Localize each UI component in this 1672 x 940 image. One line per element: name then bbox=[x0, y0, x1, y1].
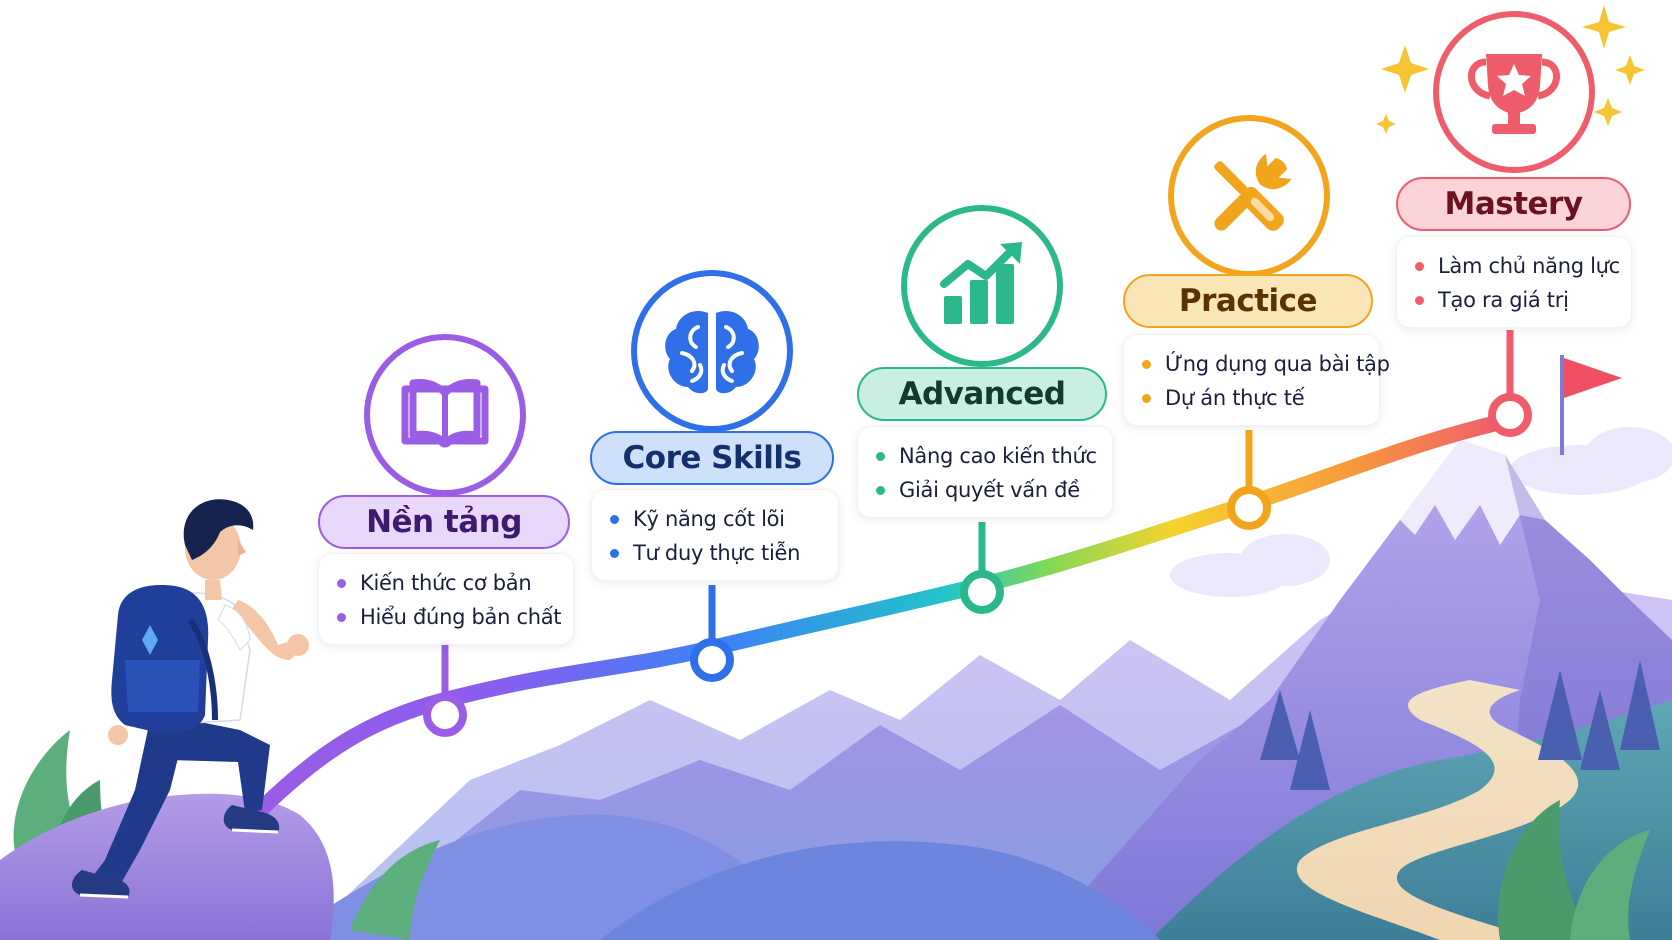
step-title-1: Nền tảng bbox=[318, 495, 570, 549]
bullet-text: Giải quyết vấn đề bbox=[899, 478, 1080, 502]
list-item: Nâng cao kiến thức bbox=[876, 439, 1097, 473]
climber bbox=[71, 499, 309, 899]
bullet-dot-icon bbox=[337, 612, 346, 622]
foreground-hill-mid bbox=[600, 841, 1160, 940]
step-card-4: Ứng dụng qua bài tập Dự án thực tế bbox=[1123, 334, 1390, 426]
bullet-dot-icon bbox=[876, 451, 885, 461]
step-node-1[interactable] bbox=[423, 693, 467, 737]
step-icon-circle-2 bbox=[631, 270, 793, 432]
bullet-dot-icon bbox=[1142, 359, 1151, 369]
wrench-screwdriver-icon bbox=[1214, 153, 1292, 231]
bullet-text: Kỹ năng cốt lõi bbox=[633, 507, 785, 531]
bullet-dot-icon bbox=[1415, 261, 1424, 271]
growth-chart-icon bbox=[940, 242, 1022, 324]
snow-cap bbox=[1400, 440, 1545, 545]
bullet-text: Nâng cao kiến thức bbox=[899, 444, 1097, 468]
open-book-icon bbox=[401, 379, 489, 448]
step-icon-circle-4 bbox=[1168, 115, 1330, 277]
step-icon-circle-3 bbox=[901, 205, 1063, 367]
sparkles bbox=[1376, 5, 1645, 134]
bullet-text: Dự án thực tế bbox=[1165, 386, 1305, 410]
brain-icon bbox=[665, 310, 759, 394]
foliage-right bbox=[1498, 800, 1650, 940]
step-icon-circle-1 bbox=[364, 334, 526, 496]
list-item: Kỹ năng cốt lõi bbox=[610, 502, 822, 536]
step-node-2[interactable] bbox=[690, 638, 734, 682]
bullet-dot-icon bbox=[610, 514, 619, 524]
step-icon-circle-5 bbox=[1433, 11, 1595, 173]
bullet-dot-icon bbox=[337, 578, 346, 588]
trophy-icon bbox=[1468, 54, 1560, 134]
bullet-dot-icon bbox=[1142, 393, 1151, 403]
bullet-text: Kiến thức cơ bản bbox=[360, 571, 532, 595]
list-item: Hiểu đúng bản chất bbox=[337, 600, 562, 634]
list-item: Ứng dụng qua bài tập bbox=[1142, 347, 1390, 381]
clouds bbox=[1170, 427, 1672, 597]
bullet-text: Tư duy thực tiễn bbox=[633, 541, 801, 565]
bullet-text: Ứng dụng qua bài tập bbox=[1165, 352, 1390, 376]
list-item: Tạo ra giá trị bbox=[1415, 283, 1615, 317]
step-node-3[interactable] bbox=[960, 570, 1004, 614]
summit-flag bbox=[1560, 355, 1622, 455]
step-node-4[interactable] bbox=[1227, 486, 1271, 530]
list-item: Dự án thực tế bbox=[1142, 381, 1363, 415]
step-title-2: Core Skills bbox=[590, 431, 834, 485]
bullet-text: Hiểu đúng bản chất bbox=[360, 605, 562, 629]
step-title-4: Practice bbox=[1123, 274, 1373, 328]
list-item: Tư duy thực tiễn bbox=[610, 536, 822, 570]
bullet-text: Làm chủ năng lực bbox=[1438, 254, 1620, 278]
bullet-dot-icon bbox=[876, 485, 885, 495]
step-node-5[interactable] bbox=[1488, 393, 1532, 437]
step-title-3: Advanced bbox=[857, 367, 1107, 421]
bullet-dot-icon bbox=[1415, 295, 1424, 305]
list-item: Kiến thức cơ bản bbox=[337, 566, 557, 600]
step-title-5: Mastery bbox=[1396, 177, 1631, 231]
bullet-dot-icon bbox=[610, 548, 619, 558]
step-card-2: Kỹ năng cốt lõi Tư duy thực tiễn bbox=[591, 489, 839, 581]
list-item: Giải quyết vấn đề bbox=[876, 473, 1096, 507]
winding-trail bbox=[1296, 680, 1579, 940]
icon-circles bbox=[364, 11, 1595, 496]
step-nodes bbox=[423, 393, 1532, 737]
list-item: Làm chủ năng lực bbox=[1415, 249, 1620, 283]
bullet-text: Tạo ra giá trị bbox=[1438, 288, 1569, 312]
pine-trees bbox=[1260, 660, 1660, 790]
